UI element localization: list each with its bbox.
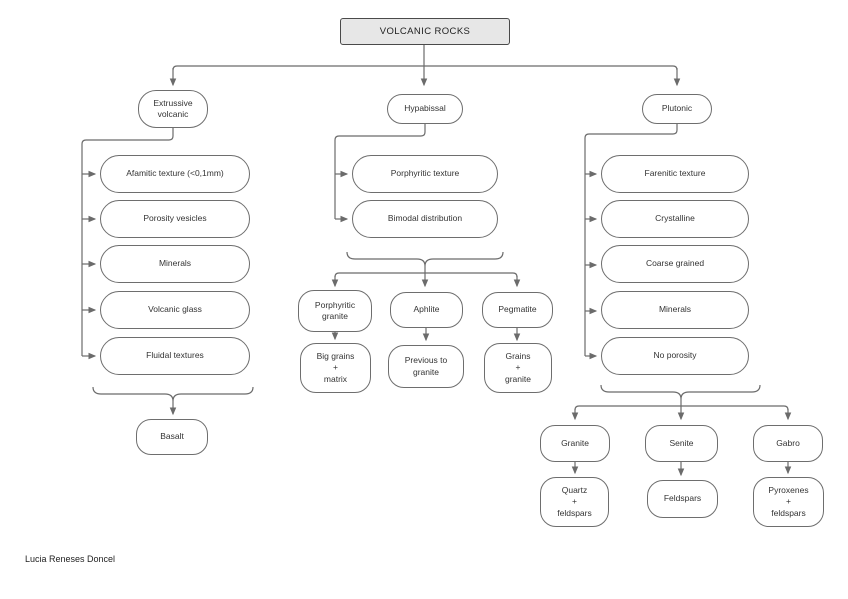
node-aphlite: Aphlite [390, 292, 463, 328]
author-credit: Lucia Reneses Doncel [25, 554, 116, 564]
node-porosity-vesicles: Porosity vesicles [100, 200, 250, 238]
node-afamitic-texture: Afamitic texture (<0,1mm) [100, 155, 250, 193]
node-previous-to-granite: Previous to granite [388, 345, 464, 388]
node-volcanic-rocks: VOLCANIC ROCKS [340, 18, 510, 45]
node-extrusive-volcanic: Extrussive volcanic [138, 90, 208, 128]
connector-plutonic-branch [571, 124, 792, 477]
node-minerals-plutonic: Minerals [601, 291, 749, 329]
connector-title-split [169, 45, 681, 87]
node-feldspars: Feldspars [647, 480, 718, 518]
node-coarse-grained: Coarse grained [601, 245, 749, 283]
node-senite: Senite [645, 425, 718, 462]
brace-hypabyssal [346, 251, 504, 267]
node-pyroxenes-feldspars: Pyroxenes + feldspars [753, 477, 824, 527]
node-gabro: Gabro [753, 425, 823, 462]
brace-plutonic [600, 384, 761, 400]
node-big-grains-matrix: Big grains + matrix [300, 343, 371, 393]
connector-extrusive-branch [81, 128, 254, 416]
node-porphyritic-granite: Porphyritic granite [298, 290, 372, 332]
node-no-porosity: No porosity [601, 337, 749, 375]
node-basalt: Basalt [136, 419, 208, 455]
node-bimodal-distribution: Bimodal distribution [352, 200, 498, 238]
node-crystalline: Crystalline [601, 200, 749, 238]
node-granite: Granite [540, 425, 610, 462]
node-minerals-extrusive: Minerals [100, 245, 250, 283]
node-grains-granite: Grains + granite [484, 343, 552, 393]
node-quartz-feldspars: Quartz + feldspars [540, 477, 609, 527]
node-farenitic-texture: Farenitic texture [601, 155, 749, 193]
node-porphyritic-texture: Porphyritic texture [352, 155, 498, 193]
node-fluidal-textures: Fluidal textures [100, 337, 250, 375]
node-pegmatite: Pegmatite [482, 292, 553, 328]
node-plutonic: Plutonic [642, 94, 712, 124]
node-volcanic-glass: Volcanic glass [100, 291, 250, 329]
connector-hypabyssal-branch [331, 124, 521, 342]
brace-extrusive [92, 386, 254, 402]
node-hypabyssal: Hypabissal [387, 94, 463, 124]
